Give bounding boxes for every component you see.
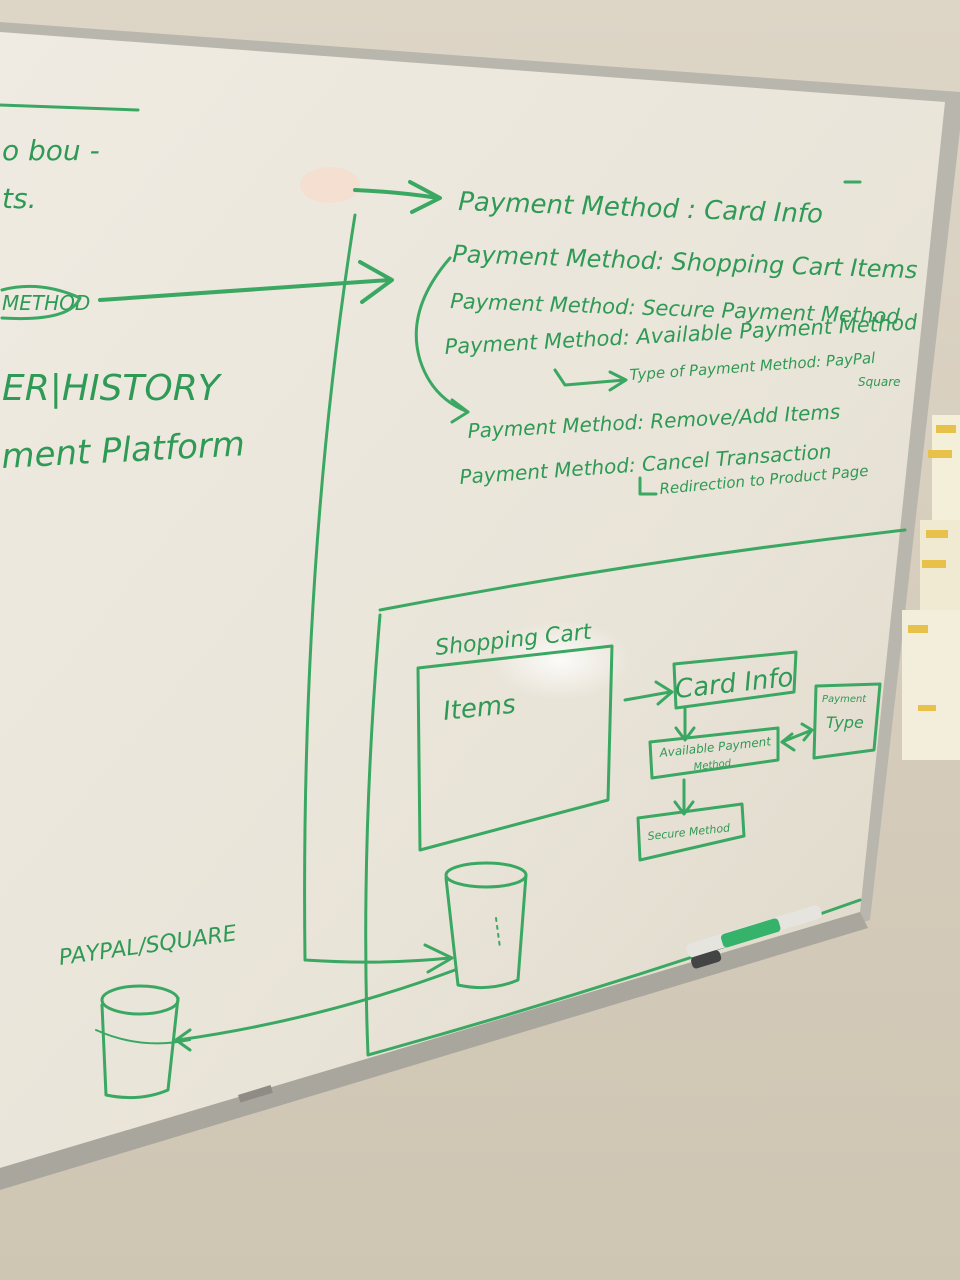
database-cylinder-icon — [444, 861, 528, 990]
frame-clip — [238, 1085, 273, 1103]
payment-type-label-2: Type — [826, 713, 864, 732]
light-glare — [490, 620, 630, 700]
payment-line-square: Square — [858, 375, 901, 389]
items-box — [416, 644, 614, 852]
available-payment-box — [648, 726, 780, 780]
marker-tray — [0, 912, 868, 1190]
wall-papers — [902, 415, 960, 760]
left-heading-history: ER|HISTORY — [2, 368, 223, 409]
secure-method-box — [636, 802, 746, 862]
light-glare — [300, 167, 360, 203]
db-link-arrow — [176, 968, 457, 1042]
arrow-head — [423, 943, 454, 974]
payment-type-label: Payment — [822, 694, 867, 705]
whiteboard-surface — [0, 32, 945, 1168]
flow-line — [303, 213, 452, 964]
left-fragment-1: o bou - — [2, 134, 100, 167]
section-divider — [378, 528, 907, 612]
available-payment-label-2: Method — [693, 758, 732, 773]
payment-type-box — [812, 682, 882, 760]
left-fragment-2: ts. — [2, 182, 36, 215]
marker-icon — [686, 905, 822, 969]
card-info-box — [672, 650, 798, 710]
left-notes: o bou - ts. METHOD ER|HISTORY ment Platf… — [0, 103, 394, 477]
